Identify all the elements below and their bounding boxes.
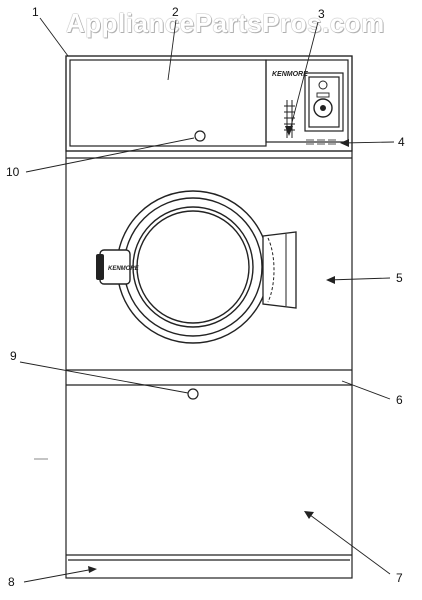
callout-10: 10 (6, 165, 20, 179)
top-panel-lock-icon (194, 130, 206, 142)
door-hinge (262, 231, 297, 309)
leader-6 (341, 380, 391, 400)
brand-label: KENMORE (272, 71, 308, 78)
leader-4 (341, 141, 395, 144)
callout-4: 4 (398, 135, 405, 149)
leader-1 (39, 17, 69, 57)
timer-dial-icon (313, 98, 333, 118)
leader-3 (288, 21, 319, 135)
callout-5: 5 (396, 271, 403, 285)
callout-9: 9 (10, 349, 17, 363)
door-glass (132, 206, 254, 328)
top-panel (69, 59, 267, 147)
callout-7: 7 (396, 571, 403, 585)
callout-8: 8 (8, 575, 15, 589)
timer-module (304, 72, 344, 132)
callout-2: 2 (172, 5, 179, 19)
callout-3: 3 (318, 7, 325, 21)
watermark: AppliancePartsPros.com (66, 8, 385, 38)
leader-10 (25, 137, 195, 173)
leader-7 (305, 511, 391, 575)
leader-5 (327, 277, 391, 281)
callout-6: 6 (396, 393, 403, 407)
leader-9 (19, 361, 189, 394)
control-box (265, 59, 349, 143)
door-outer-ring (116, 190, 270, 344)
lower-panel-lock-icon (187, 388, 199, 400)
callout-1: 1 (32, 5, 39, 19)
timer-inner (308, 76, 340, 128)
leader-8 (23, 568, 95, 583)
door-handle-label: KENMORE (108, 266, 140, 272)
leader-2 (167, 19, 177, 81)
cabinet-outline (65, 55, 353, 579)
